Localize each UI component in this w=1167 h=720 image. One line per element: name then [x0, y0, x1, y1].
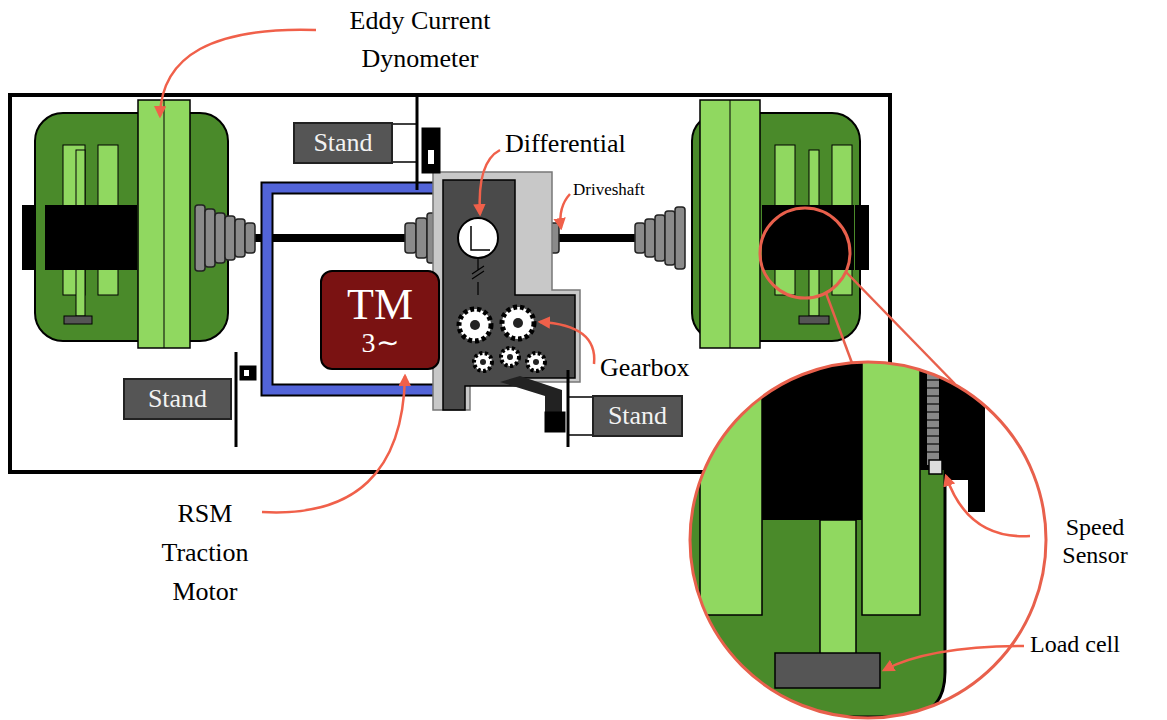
callout-leaders: [160, 30, 1030, 670]
zoom-detail: [680, 345, 1060, 720]
box-title: Stand: [148, 385, 207, 412]
gearbox-housing: [433, 172, 580, 410]
box-subtitle: 3∼: [362, 328, 399, 357]
traction-motor-box: TM3∼: [320, 270, 440, 370]
callout-label: Speed Sensor: [1035, 514, 1155, 569]
gearbox-body: [443, 180, 575, 410]
callout-label: Eddy Current Dynometer: [320, 2, 520, 77]
callout-label: Driveshaft: [573, 180, 645, 200]
gear-set: [459, 307, 545, 371]
box-title: Stand: [313, 129, 372, 156]
zoom-circle: [690, 362, 1046, 718]
zoom-marker: [760, 208, 850, 298]
callout-label: RSM Traction Motor: [145, 494, 265, 611]
motor-frame: [267, 188, 440, 390]
right-dynamometer: [692, 100, 869, 348]
motor-frame: [267, 188, 440, 390]
differential-symbol: [458, 218, 498, 258]
stand-box: Stand: [293, 122, 393, 164]
callout-label: Load cell: [1030, 630, 1120, 659]
box-title: TM: [347, 282, 413, 328]
stand-box: Stand: [592, 395, 683, 437]
callout-label: Gearbox: [600, 352, 690, 383]
callout-label: Differential: [505, 128, 626, 159]
zoom-link: [826, 293, 852, 363]
driveshaft: [555, 234, 640, 242]
box-title: Stand: [608, 402, 667, 429]
stand-box: Stand: [123, 378, 232, 420]
driveshaft: [255, 234, 410, 242]
left-dynamometer: [22, 100, 228, 348]
